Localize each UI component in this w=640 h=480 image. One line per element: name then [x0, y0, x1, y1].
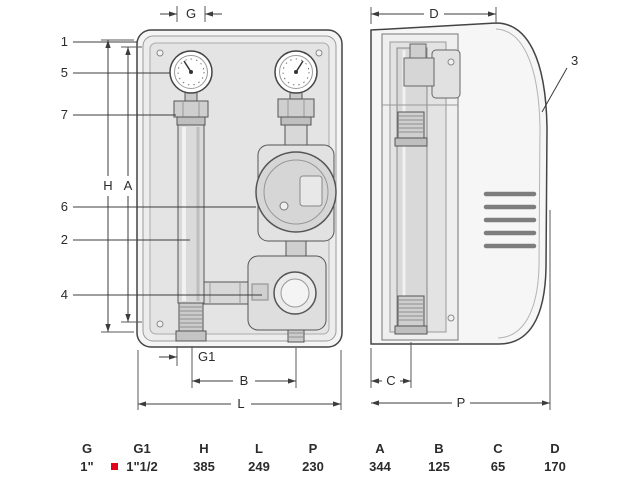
table-header-g: G: [82, 441, 92, 456]
red-marker: [111, 463, 118, 470]
callout-1: 1: [61, 34, 68, 49]
supply-pipe: [177, 124, 205, 304]
dim-label-g: G: [186, 6, 196, 21]
table-header-a: A: [375, 441, 385, 456]
callout-7: 7: [61, 107, 68, 122]
callout-6: 6: [61, 199, 68, 214]
table-header-p: P: [309, 441, 318, 456]
dimension-annotations: G D H A G1 B L: [101, 6, 551, 411]
front-view: [136, 29, 343, 348]
table-value-c: 65: [491, 459, 505, 474]
side-view: [370, 22, 548, 345]
side-screws: [447, 58, 455, 322]
table-header-l: L: [255, 441, 263, 456]
thermometer-gauge-left: [169, 50, 213, 102]
callout-2: 2: [61, 232, 68, 247]
thermometer-gauge-right: [274, 50, 318, 102]
dim-label-g1: G1: [198, 349, 215, 364]
union-nut-right: [277, 98, 315, 146]
table-value-d: 170: [544, 459, 566, 474]
union-nut-left: [173, 100, 209, 126]
table-value-l: 249: [248, 459, 270, 474]
dim-label-c: C: [386, 373, 395, 388]
callout-annotations: 1 5 7 6 2 4 3: [61, 34, 578, 302]
table-header-d: D: [550, 441, 559, 456]
table-header-c: C: [493, 441, 503, 456]
table-value-g1: 1"1/2: [126, 459, 157, 474]
side-pipe-channel: [396, 47, 428, 333]
pump-label-plate: [299, 175, 323, 207]
side-valve-assembly: [403, 43, 461, 99]
table-value-p: 230: [302, 459, 324, 474]
dim-label-a: A: [124, 178, 133, 193]
cross-pipe: [203, 281, 249, 305]
spec-table: G G1 H L P A B C D 1" 1"1/2 385 249 230 …: [80, 441, 566, 474]
callout-5: 5: [61, 65, 68, 80]
table-value-b: 125: [428, 459, 450, 474]
threaded-connection-side-bottom: [394, 295, 428, 335]
dim-label-d: D: [429, 6, 438, 21]
dim-label-p: P: [457, 395, 466, 410]
table-value-h: 385: [193, 459, 215, 474]
table-value-a: 344: [369, 459, 391, 474]
pump: [255, 144, 337, 257]
pump-vent-screw: [279, 201, 289, 211]
shell-inner-contour: [495, 28, 541, 339]
table-header-h: H: [199, 441, 208, 456]
callout-4: 4: [61, 287, 68, 302]
vent-slots: [483, 191, 537, 249]
mixing-valve: [247, 255, 327, 343]
callout-3: 3: [571, 53, 578, 68]
dim-label-h: H: [103, 178, 112, 193]
threaded-connection-front-left: [175, 302, 207, 342]
table-header-b: B: [434, 441, 443, 456]
dim-label-l: L: [237, 396, 244, 411]
table-header-g1: G1: [133, 441, 150, 456]
dim-label-b: B: [240, 373, 249, 388]
threaded-connection-side-top: [394, 111, 428, 147]
table-value-g: 1": [80, 459, 93, 474]
